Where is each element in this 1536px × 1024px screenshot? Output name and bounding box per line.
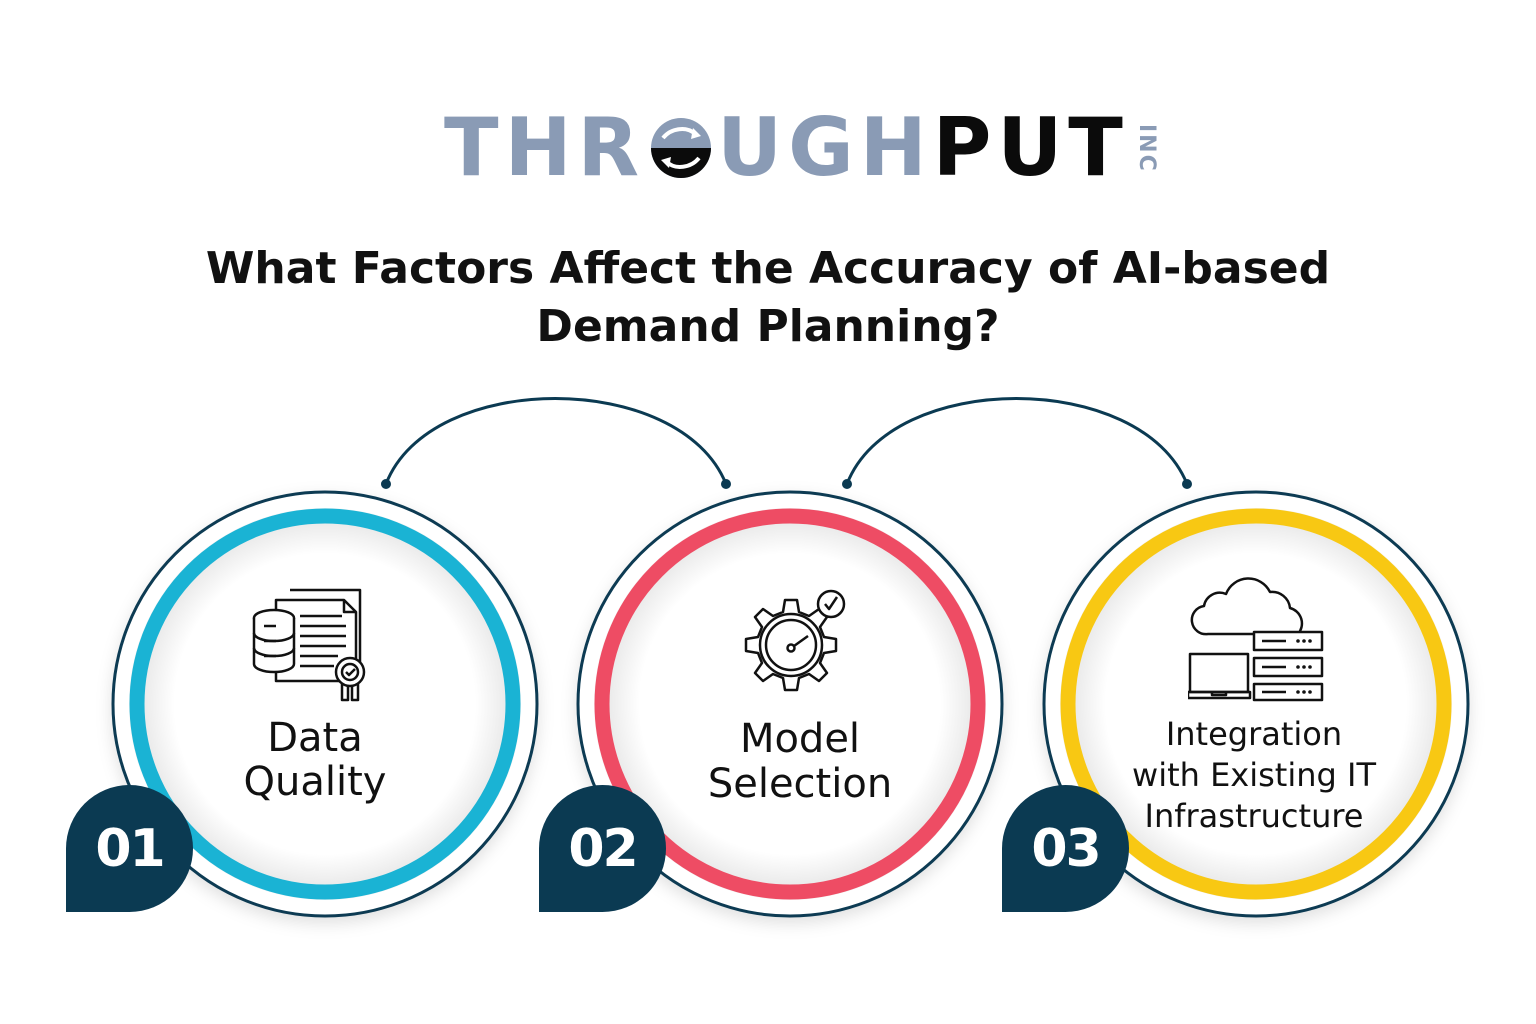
number-badge-2: 02 — [539, 785, 666, 912]
gear-speedometer-check-icon — [744, 589, 846, 692]
factor-circle-2 — [576, 490, 1004, 918]
factor-label-3: Integration with Existing IT Infrastruct… — [1094, 714, 1414, 837]
cloud-laptop-server-icon — [1188, 577, 1324, 702]
factor-label-2: Model Selection — [650, 717, 950, 807]
logo-text-put: PUT — [932, 101, 1129, 194]
factor-label-1: Data Quality — [185, 716, 445, 804]
title-line-1: What Factors Affect the Accuracy of AI-b… — [205, 243, 1331, 294]
circular-arrows-icon — [651, 118, 712, 178]
title-line-2: Demand Planning? — [536, 301, 1000, 352]
factor-label-3-line-2: with Existing IT — [1132, 756, 1376, 794]
page-title: What Factors Affect the Accuracy of AI-b… — [0, 240, 1536, 356]
factor-label-1-line-1: Data — [267, 715, 363, 761]
connector-arc-1-2 — [381, 397, 731, 489]
factor-label-1-line-2: Quality — [243, 759, 387, 805]
connector-arc-2-3 — [842, 397, 1192, 489]
factor-circle-3 — [1042, 490, 1470, 918]
logo-text-inc: INC — [1133, 123, 1159, 173]
number-badge-1: 01 — [66, 785, 193, 912]
logo-text-ugh: UGH — [717, 101, 933, 194]
factor-circle-1 — [111, 490, 539, 918]
factor-label-2-line-1: Model — [739, 716, 861, 762]
number-badge-3: 03 — [1002, 785, 1129, 912]
database-document-certificate-icon — [252, 588, 366, 702]
factor-label-2-line-2: Selection — [707, 761, 893, 807]
logo-text-thr: THR — [444, 101, 646, 194]
throughput-logo: THR UGH PUT INC — [444, 101, 1159, 194]
factor-label-3-line-3: Infrastructure — [1144, 797, 1364, 835]
factor-label-3-line-1: Integration — [1165, 715, 1343, 753]
